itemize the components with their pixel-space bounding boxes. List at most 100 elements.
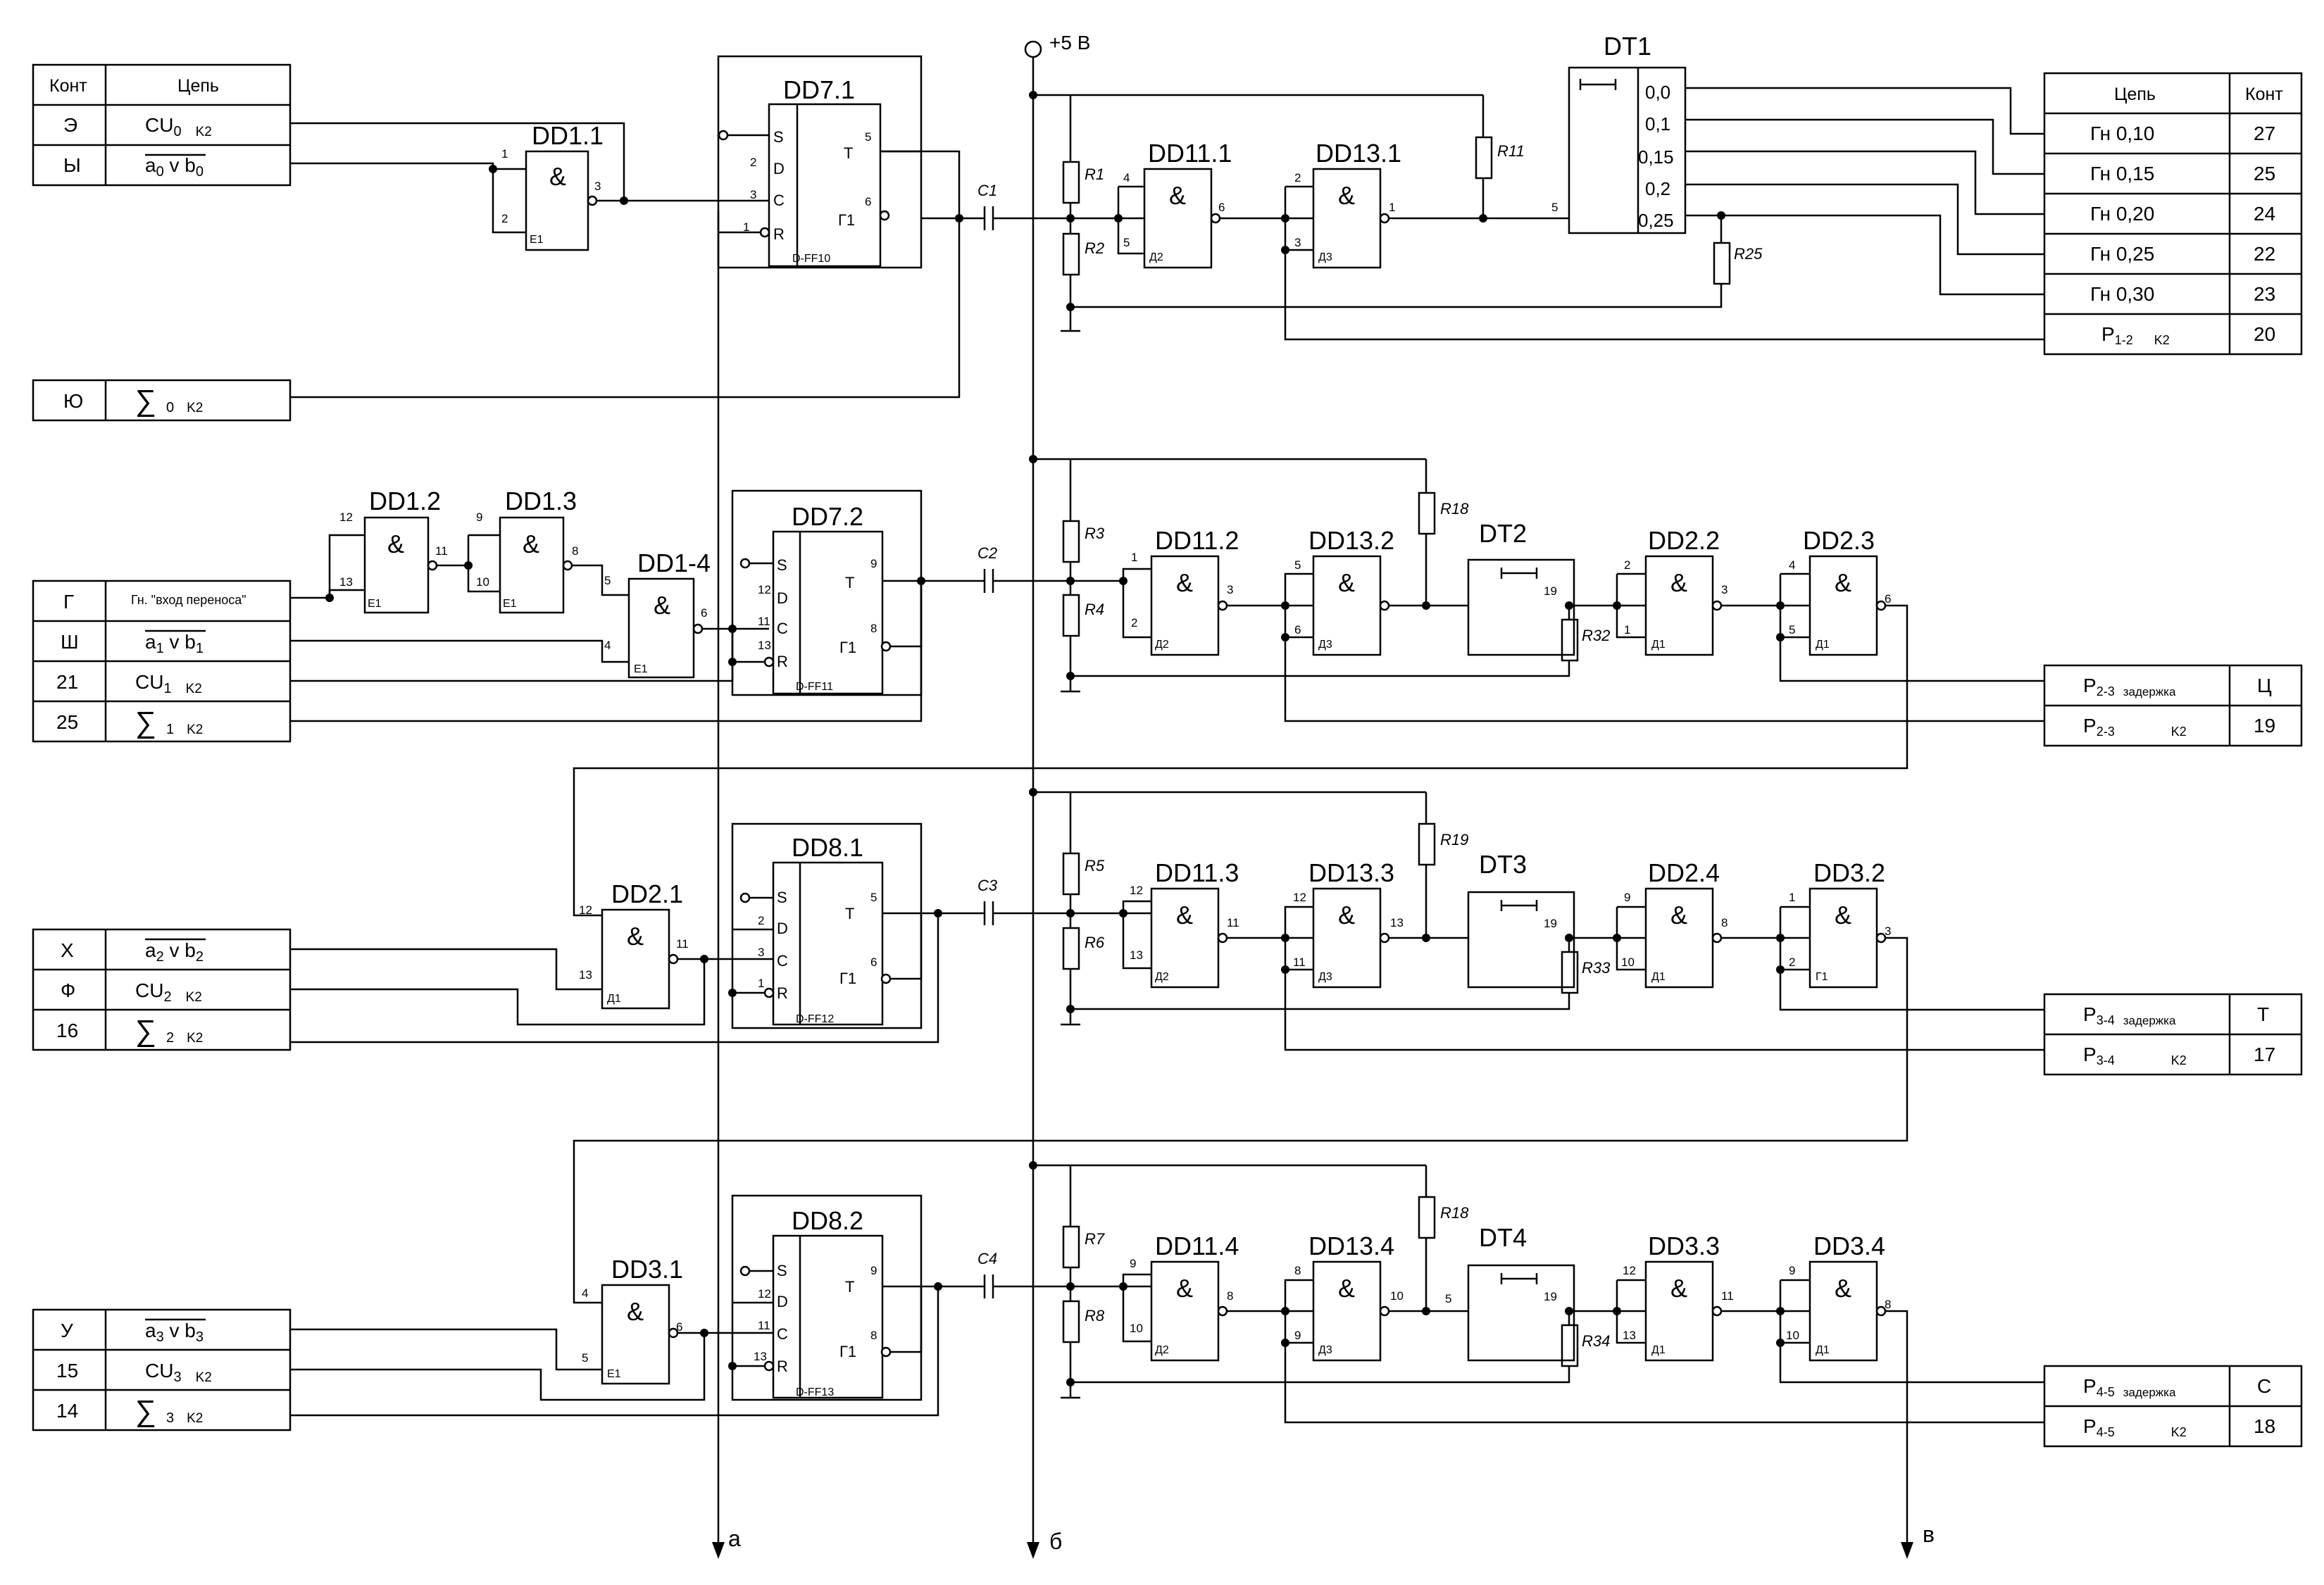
ff-pin-S: S: [777, 1262, 787, 1279]
gate-sym: &: [1176, 1274, 1193, 1303]
pin: 11: [1227, 916, 1239, 929]
pin: 8: [870, 622, 877, 635]
bus-label-b: б: [1049, 1529, 1062, 1554]
gate-sym: &: [1338, 568, 1355, 597]
pin: 1: [1389, 201, 1395, 214]
gate-label: DD1.2: [369, 487, 441, 515]
gate-label: DD3.1: [611, 1255, 683, 1284]
ff-pin-S: S: [777, 556, 787, 574]
row3-logic: DD2.1 & Д1 12 13 11 DD8.1 S D C R T Г1 D…: [290, 788, 2044, 1304]
row1-logic: DD1.1 & E1 1 2 3 DD7.1 S D C R T Г1 D-FF…: [290, 32, 2044, 399]
gate-sym: &: [1176, 568, 1193, 597]
pin: 2: [1131, 616, 1137, 629]
in-header-sig: Цепь: [177, 76, 219, 96]
in-kont: Ы: [63, 154, 81, 176]
gate-sub: Д1: [1816, 639, 1830, 651]
pin: 4: [1123, 171, 1130, 184]
pin: 9: [870, 1264, 877, 1277]
pin: 10: [476, 575, 489, 589]
gate-sub: Д2: [1155, 971, 1169, 983]
in-sig: a1 v b1: [145, 631, 204, 656]
pin: 5: [1445, 1292, 1451, 1305]
out-kont: 19: [2254, 715, 2275, 737]
output-table-top: Цепь Конт Гн 0,10 27 Гн 0,15 25 Гн 0,20 …: [2043, 72, 2303, 356]
gate-sym: &: [1670, 901, 1687, 929]
pin: 6: [865, 195, 871, 208]
ff-pin-C: C: [773, 192, 785, 209]
in-kont: Э: [63, 114, 77, 136]
ff-sub: D-FF11: [796, 681, 833, 693]
gate-sub: E1: [368, 598, 382, 610]
cap-label: C4: [977, 1250, 997, 1267]
ff-pin-R: R: [777, 984, 788, 1002]
timer-tap: 0,2: [1645, 178, 1670, 199]
ff-pin-R: R: [773, 225, 785, 243]
out-kont: 27: [2254, 123, 2275, 144]
pin: 6: [1218, 201, 1225, 214]
ff-pin-D: D: [777, 589, 788, 607]
gate-sub: Д1: [1651, 639, 1666, 651]
timer-tap: 0,0: [1645, 82, 1670, 103]
pin: 13: [579, 968, 592, 982]
pin: 8: [870, 1329, 877, 1342]
resistor-label: R8: [1085, 1307, 1105, 1324]
gate-label: DD3.4: [1813, 1232, 1885, 1260]
ff-pin-R: R: [777, 1358, 788, 1375]
resistor-label: R19: [1440, 831, 1468, 848]
in-kont: Ш: [61, 631, 79, 653]
pin: 4: [604, 639, 611, 652]
pin: 6: [701, 606, 707, 620]
pin: 8: [572, 544, 578, 558]
pin: 1: [1789, 891, 1795, 904]
gate-sub: E1: [530, 234, 544, 246]
timer-tap: 0,25: [1638, 210, 1674, 231]
ff-pin-T: T: [845, 905, 854, 922]
pin: 19: [1544, 584, 1557, 598]
pin: 12: [1293, 891, 1306, 904]
in-kont: 25: [56, 711, 78, 733]
gate-sym: &: [1835, 568, 1851, 597]
gate-label: DD2.1: [611, 879, 683, 908]
pin: 3: [1294, 236, 1301, 249]
pin: 13: [339, 575, 353, 589]
pin: 1: [758, 977, 764, 990]
pin: 1: [743, 220, 749, 234]
pin: 1: [1624, 623, 1630, 637]
pin: 9: [1624, 891, 1630, 904]
pin: 9: [870, 557, 877, 570]
ff-pin-G: Г1: [838, 211, 855, 229]
ff-pin-G: Г1: [839, 639, 856, 656]
pin: 5: [1789, 623, 1795, 637]
ff-pin-T: T: [844, 144, 853, 162]
ff-pin-C: C: [777, 952, 788, 970]
out-sig: Гн 0,10: [2090, 123, 2154, 144]
timer-tap: 0,1: [1645, 113, 1670, 134]
gate-label: DD3.2: [1813, 858, 1885, 887]
gate-sub: Д2: [1155, 639, 1169, 651]
ff-pin-T: T: [845, 574, 854, 591]
pin: 5: [870, 891, 877, 904]
pin: 10: [1130, 1322, 1143, 1335]
pin: 10: [1786, 1329, 1799, 1342]
gate-sym: &: [1169, 181, 1186, 210]
pin: 9: [476, 510, 482, 524]
gate-sym: &: [1338, 901, 1355, 929]
buses: а б в +5 В: [712, 32, 1935, 1559]
ff-pin-T: T: [845, 1278, 854, 1296]
pin: 8: [1885, 1298, 1891, 1311]
gate-label: DD13.2: [1308, 526, 1394, 555]
pin: 1: [1131, 551, 1137, 564]
out-kont: 23: [2254, 283, 2275, 305]
